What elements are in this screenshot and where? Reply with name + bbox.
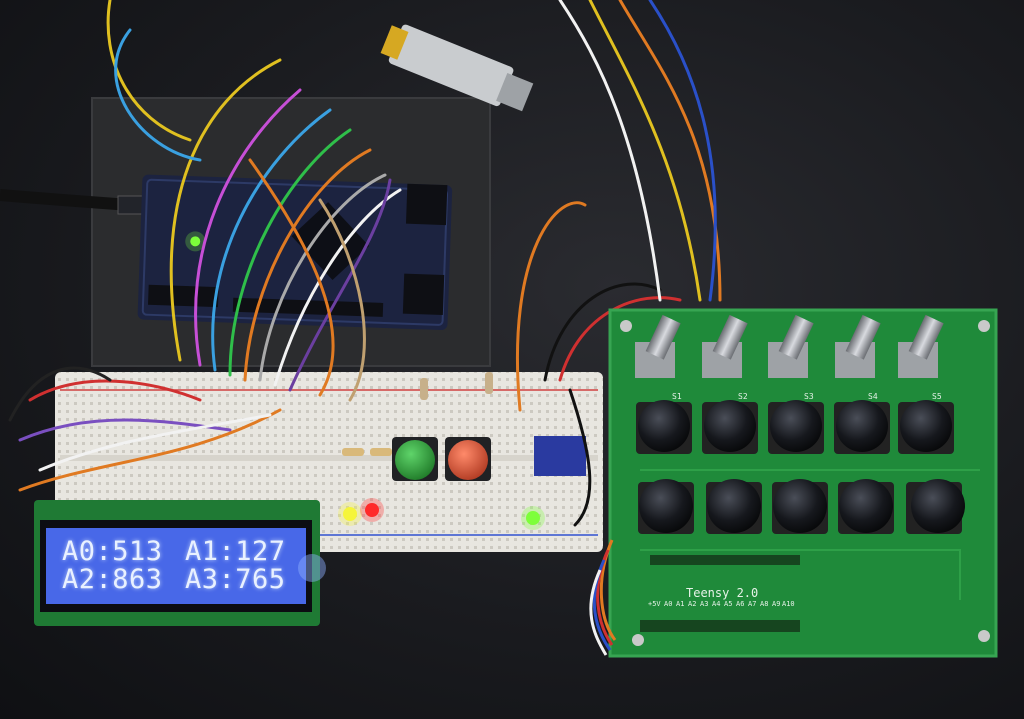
pin-label: A6: [736, 600, 745, 608]
button-caps-row1[interactable]: [636, 400, 954, 454]
lcd-module: [34, 500, 326, 626]
jumper-wires: [8, 0, 722, 527]
resistors: [342, 372, 493, 456]
lcd-row1-col1: A0:513: [62, 536, 163, 567]
usb-cable-left: [0, 189, 131, 211]
lcd-row2-col2: A3:765: [185, 564, 286, 595]
switch-label-s5: S5: [932, 392, 942, 401]
pin-label: A4: [712, 600, 721, 608]
led-green: [521, 506, 545, 530]
led-yellow: [338, 502, 362, 526]
pin-label: A9: [772, 600, 781, 608]
switch-label-s3: S3: [804, 392, 814, 401]
pin-label: +5V: [648, 600, 661, 608]
pin-label: A1: [676, 600, 685, 608]
pcb-header-wires: [589, 539, 617, 656]
button-caps-row2[interactable]: [638, 479, 965, 534]
pin-label: A10: [782, 600, 795, 608]
pin-label: A5: [724, 600, 733, 608]
pin-label: A0: [664, 600, 673, 608]
red-button[interactable]: [445, 437, 491, 481]
potentiometers[interactable]: [635, 314, 944, 378]
usb-serial-adapter: [380, 24, 534, 112]
switch-label-s4: S4: [868, 392, 878, 401]
switch-label-s2: S2: [738, 392, 748, 401]
pcb-label: Teensy 2.0: [686, 586, 759, 600]
pin-label: A7: [748, 600, 757, 608]
bottom-pin-labels: +5V A0 A1 A2 A3 A4 A5 A6 A7 A8 A9 A10: [648, 600, 795, 620]
mcu-board: [137, 174, 453, 330]
pin-label: A3: [700, 600, 709, 608]
lcd-row2-col1: A2:863: [62, 564, 163, 595]
led-red: [360, 498, 384, 522]
green-button[interactable]: [392, 437, 438, 481]
level-shifter: [534, 436, 586, 476]
lcd-row1-col2: A1:127: [185, 536, 286, 567]
pin-label: A2: [688, 600, 697, 608]
pin-label: A8: [760, 600, 769, 608]
switch-label-s1: S1: [672, 392, 682, 401]
